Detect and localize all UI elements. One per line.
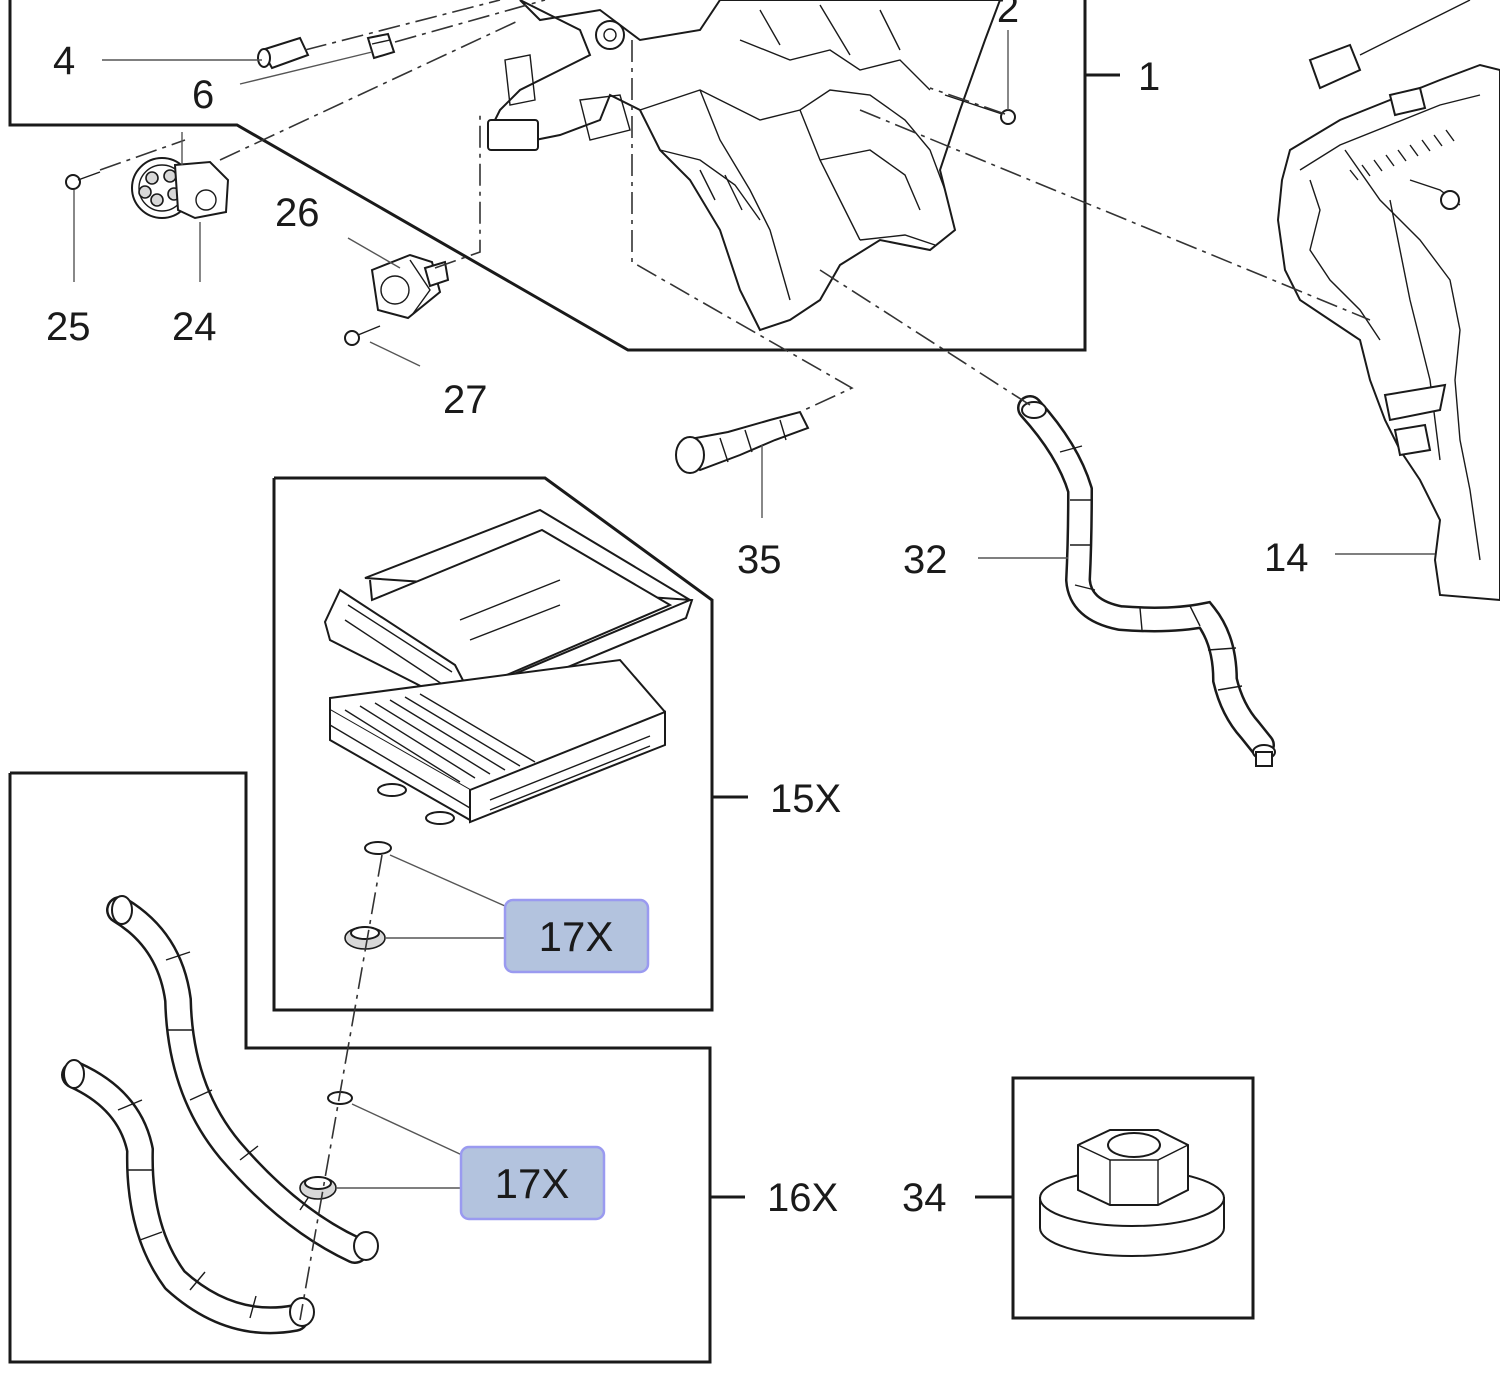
callout-34: 34 bbox=[902, 1176, 947, 1220]
callout-17x-top-label: 17X bbox=[539, 913, 614, 960]
callout-25: 25 bbox=[46, 305, 91, 349]
o-ring-part-lower bbox=[299, 1091, 353, 1200]
callout-17x-bottom[interactable]: 17X bbox=[459, 1145, 606, 1221]
group-box-15x bbox=[272, 476, 748, 1012]
heater-housing-part bbox=[487, 0, 1002, 332]
heater-core-part bbox=[323, 508, 694, 825]
callout-27: 27 bbox=[443, 378, 488, 422]
callout-15x: 15X bbox=[770, 777, 841, 821]
group-box-1 bbox=[8, 0, 1120, 352]
callout-14: 14 bbox=[1264, 536, 1309, 580]
callout-2: 2 bbox=[997, 0, 1019, 31]
callout-labels: 2 1 4 6 26 25 24 27 35 32 14 15X 16X 34 bbox=[46, 0, 1309, 1220]
screw-part-25 bbox=[65, 171, 101, 190]
alignment-lines bbox=[99, 0, 1371, 1321]
actuator-gear-part-24 bbox=[131, 157, 230, 220]
connector-part-6 bbox=[366, 32, 396, 60]
callout-1: 1 bbox=[1138, 55, 1160, 99]
group-box-16x bbox=[8, 771, 745, 1364]
air-distribution-duct-part bbox=[1276, 0, 1500, 602]
callout-4: 4 bbox=[53, 39, 75, 83]
sensor-part-26 bbox=[370, 253, 450, 320]
callout-26: 26 bbox=[275, 191, 320, 235]
callout-24: 24 bbox=[172, 305, 217, 349]
callout-32: 32 bbox=[903, 538, 948, 582]
heater-pipes-part bbox=[61, 895, 379, 1335]
callout-17x-top[interactable]: 17X bbox=[503, 898, 650, 974]
drain-hose-part-32 bbox=[1017, 395, 1276, 767]
o-ring-part bbox=[344, 841, 392, 950]
callout-16x: 16X bbox=[767, 1176, 838, 1220]
flange-nut-part-34 bbox=[1039, 1129, 1225, 1257]
callout-17x-bottom-label: 17X bbox=[495, 1160, 570, 1207]
screw-part-27 bbox=[344, 325, 381, 346]
connector-part-4 bbox=[257, 36, 310, 70]
leader-lines bbox=[73, 30, 1435, 1189]
temperature-sensor-part-35 bbox=[675, 410, 810, 474]
callout-35: 35 bbox=[737, 538, 782, 582]
callout-6: 6 bbox=[192, 73, 214, 117]
group-box-34 bbox=[975, 1076, 1255, 1320]
